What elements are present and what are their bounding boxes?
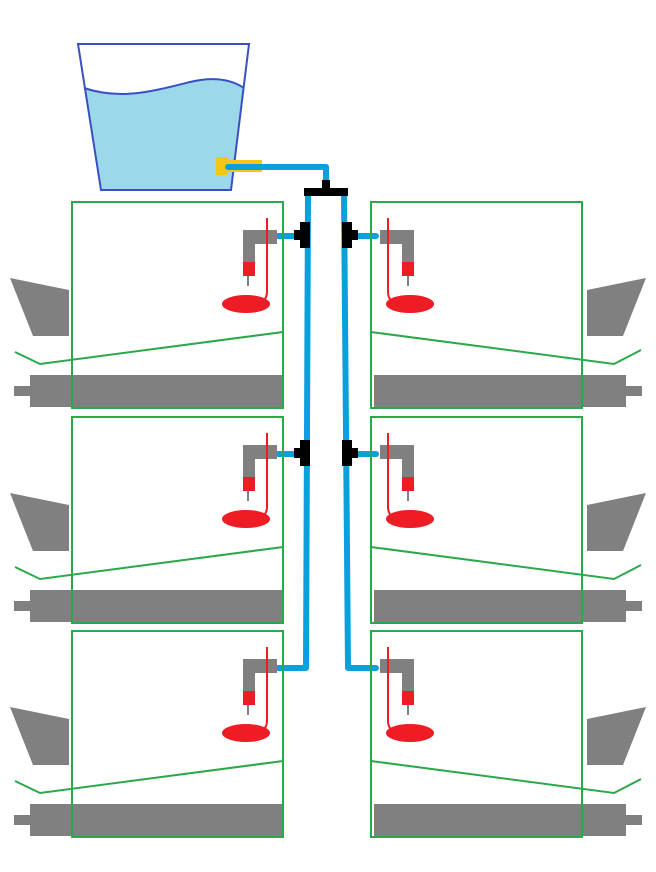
tee-left-1 [300,222,310,248]
water-surface-line [83,78,245,96]
drinker-elbow-vertical [243,445,255,477]
cage-left-tier-1 [10,201,284,409]
cage-outline [370,416,583,624]
drinker-nipple [243,262,255,276]
drinker-elbow-vertical [402,445,414,477]
tee-left-2-branch [294,448,304,458]
drip-cup [222,724,270,742]
tank-water [84,79,244,190]
trough-end-cap [624,386,642,396]
trough-end-cap [14,601,32,611]
feeder-hopper [10,493,69,551]
egg-trough [374,375,626,407]
feeder-hopper [587,278,646,336]
drinker-nipple [243,691,255,705]
cage-right-tier-1 [370,201,646,409]
drip-cup-arm [387,218,401,307]
trough-end-cap [14,386,32,396]
cage-floor-slope [370,760,642,795]
trough-end-cap [624,601,642,611]
top-tee-fitting [304,188,348,196]
drinker-nipple [243,477,255,491]
tee-left-2 [300,440,310,466]
tee-left-1-branch [294,230,304,240]
cage-right-tier-2 [370,416,646,624]
drip-cup [386,724,434,742]
trough-end-cap [14,815,32,825]
cage-floor-slope [370,331,642,366]
cage-right-tier-3 [370,630,646,838]
drinker-nipple [402,477,414,491]
egg-trough [374,590,626,622]
drip-cup-arm [387,647,401,736]
top-tee-stem [322,180,330,190]
cage-left-tier-3 [10,630,284,838]
tee-right-2-branch [348,448,358,458]
cage-floor-slope [14,546,284,581]
drip-cup [222,295,270,313]
drip-cup [222,510,270,528]
egg-trough [30,375,282,407]
trough-end-cap [624,815,642,825]
drinker-nipple [402,691,414,705]
drip-cup [386,510,434,528]
cage-floor-slope [370,546,642,581]
feeder-hopper [10,278,69,336]
tee-right-2 [342,440,352,466]
feeder-hopper [587,493,646,551]
drip-cup-arm [253,647,268,736]
left-riser-pipe [275,193,311,671]
drinker-elbow-vertical [402,230,414,262]
drip-cup-arm [253,218,268,307]
drinker-nipple [402,262,414,276]
cage-left-tier-2 [10,416,284,624]
drip-cup-arm [387,433,401,522]
right-riser-pipe [341,193,379,671]
egg-trough [374,804,626,836]
feeder-hopper [10,707,69,765]
egg-trough [30,590,282,622]
cage-outline [71,630,284,838]
tee-right-1-branch [348,230,358,240]
cage-floor-slope [14,760,284,795]
drinker-elbow-vertical [243,230,255,262]
drinker-elbow-vertical [402,659,414,691]
cage-outline [370,201,583,409]
cage-grid [10,201,646,838]
cage-floor-slope [14,331,284,366]
egg-trough [30,804,282,836]
cage-outline [71,201,284,409]
cage-outline [370,630,583,838]
drip-cup [386,295,434,313]
tank-outline [76,43,251,191]
tank-outlet-nut [216,157,228,175]
cage-outline [71,416,284,624]
tee-right-1 [342,222,352,248]
feeder-hopper [587,707,646,765]
drip-cup-arm [253,433,268,522]
pipe-fittings [294,180,358,466]
drinker-elbow-vertical [243,659,255,691]
